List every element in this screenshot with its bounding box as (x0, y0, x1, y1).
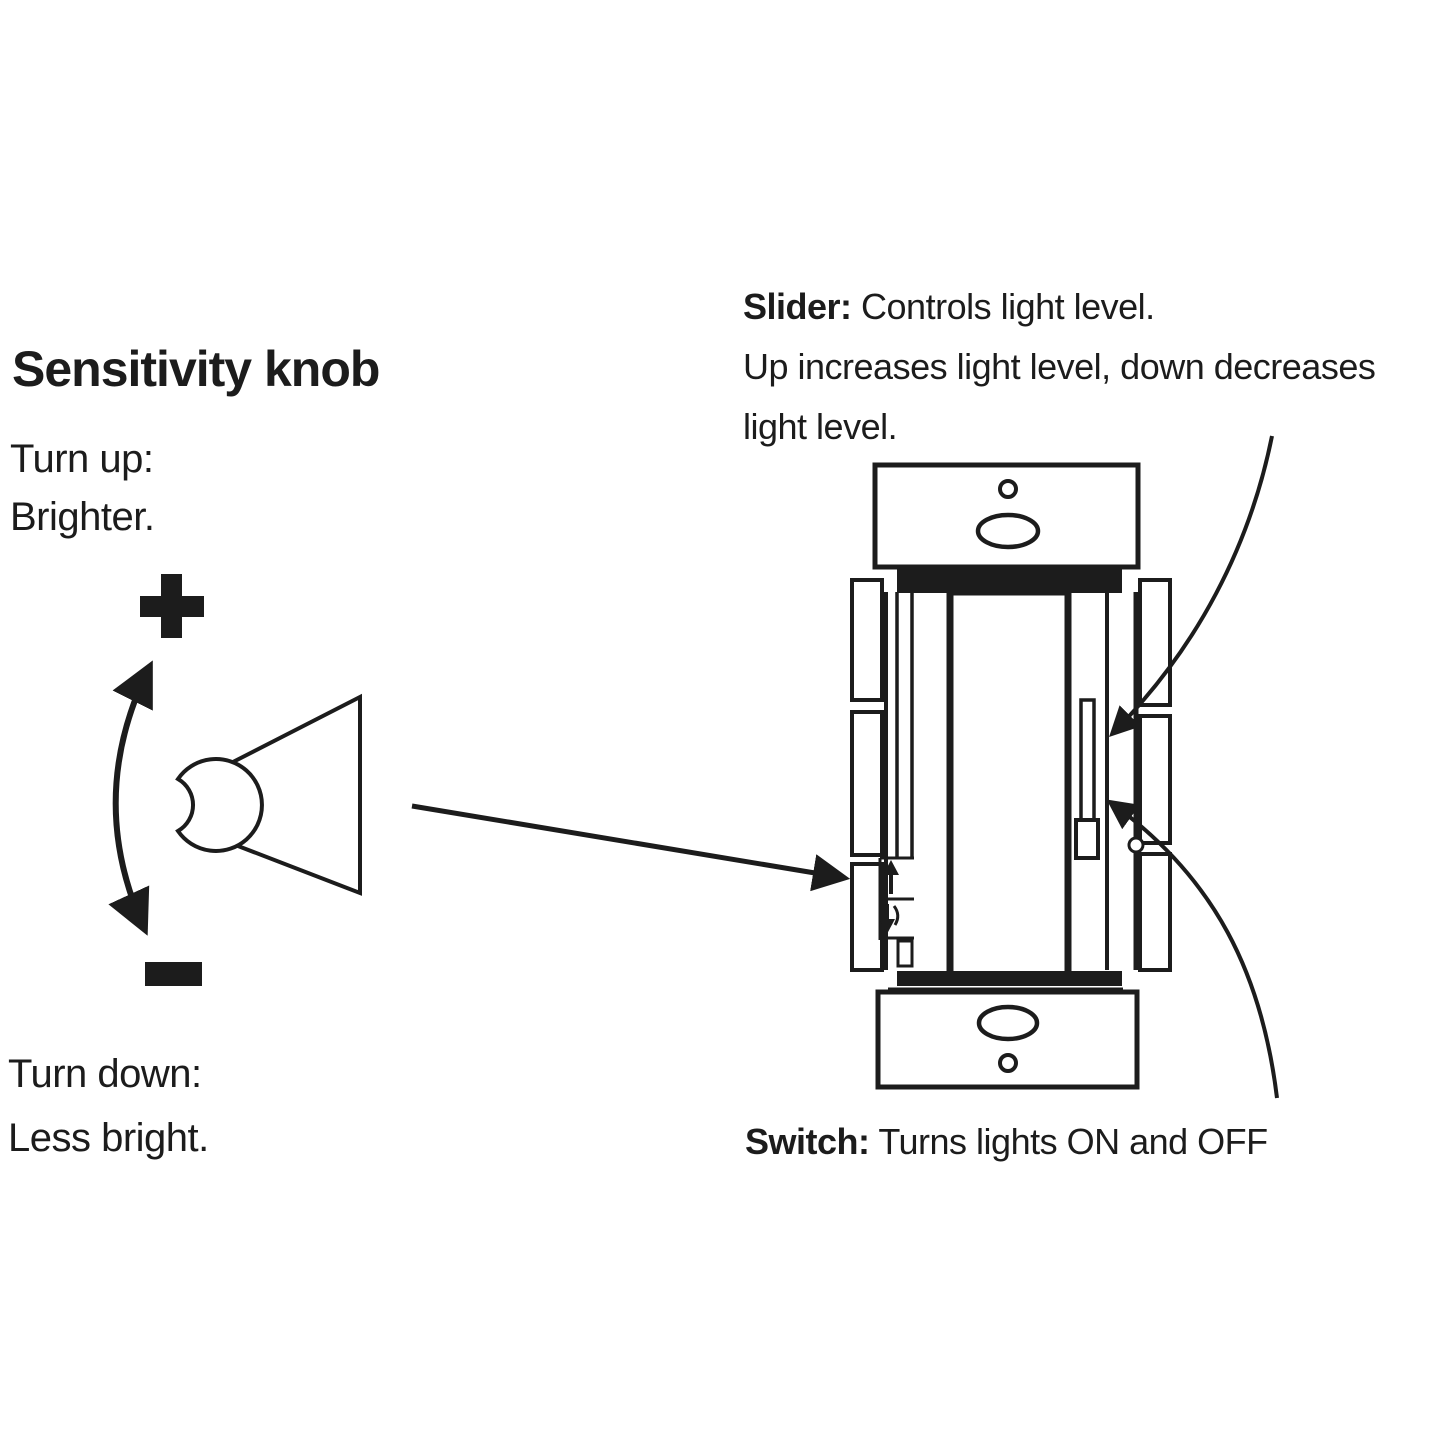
screw-hole-icon (998, 1053, 1018, 1073)
up-arrow-icon (883, 860, 899, 894)
mounting-slot-icon (976, 1004, 1040, 1042)
wallplate-top (872, 462, 1141, 570)
turn-up-result: Brighter. (10, 495, 155, 539)
knob-pointer-arrow-icon (411, 803, 851, 892)
slider-annotation-lead: Slider: (743, 286, 852, 327)
turn-down-result: Less bright. (8, 1116, 209, 1160)
slider-annotation: Slider: Controls light level. Up increas… (743, 277, 1376, 457)
separator-bar-top (897, 567, 1122, 593)
slider-track-icon (1074, 698, 1100, 860)
switch-annotation-lead: Switch: (745, 1121, 870, 1162)
wallplate-bottom (875, 989, 1140, 1090)
down-arrow-icon (879, 904, 900, 934)
mounting-slot-icon (975, 512, 1041, 550)
knob-cone-icon (175, 693, 362, 896)
turn-up-label: Turn up: (10, 437, 154, 481)
slider-annotation-line1-rest: Controls light level. (851, 286, 1155, 327)
sensitivity-heading: Sensitivity knob (12, 341, 380, 397)
dimmer-paddle (946, 588, 1072, 980)
slider-annotation-line3: light level. (743, 406, 898, 447)
slider-handle (1074, 818, 1100, 860)
slider-leader-arrow-icon (1109, 435, 1274, 737)
switch-leader-arrow-icon (1106, 799, 1279, 1099)
turn-down-label: Turn down: (8, 1052, 202, 1096)
screw-hole-icon (998, 479, 1018, 499)
plus-icon (140, 574, 204, 638)
slider-annotation-line1: Slider: Controls light level. (743, 277, 1375, 337)
rotation-arc-icon (108, 660, 153, 936)
sensitivity-marking-cells (878, 856, 914, 968)
mounting-strap-right (1138, 578, 1172, 972)
switch-annotation: Switch: Turns lights ON and OFF (745, 1112, 1268, 1172)
switch-annotation-rest: Turns lights ON and OFF (869, 1121, 1268, 1162)
dimmer-switch-drawing (850, 462, 1172, 1090)
mounting-strap-left (850, 578, 884, 972)
slider-annotation-line2: Up increases light level, down decreases (743, 346, 1376, 387)
separator-bar-bottom (897, 971, 1122, 986)
minus-icon (145, 962, 202, 986)
